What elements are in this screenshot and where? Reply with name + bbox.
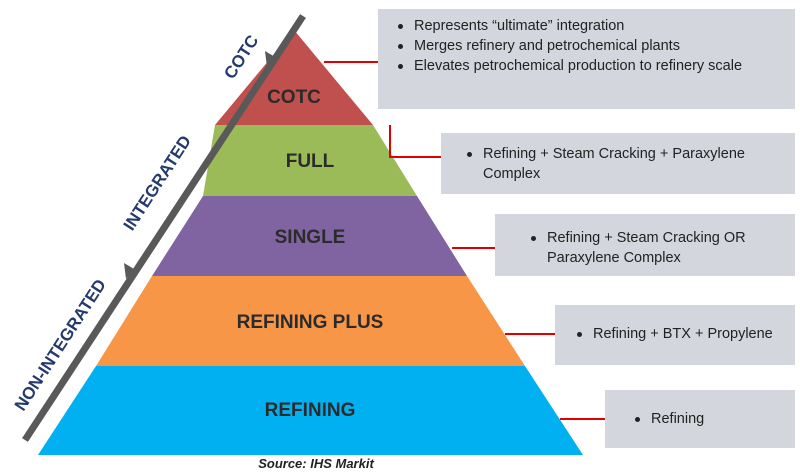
connector-full (389, 125, 453, 158)
callout-single-bullet: Refining + Steam Cracking OR Paraxylene … (529, 228, 785, 268)
tier-full (203, 125, 417, 196)
callout-refining-plus-bullet: Refining + BTX + Propylene (575, 324, 789, 344)
tier-label-cotc: COTC (267, 87, 321, 108)
callout-single: Refining + Steam Cracking OR Paraxylene … (495, 214, 795, 276)
tier-cotc (215, 30, 373, 125)
callout-cotc: Represents “ultimate” integration Merges… (378, 9, 795, 109)
axis-bar (22, 14, 306, 442)
source-caption: Source: IHS Markit (258, 456, 374, 471)
axis-divider-upper (265, 51, 275, 67)
tier-label-refining: REFINING (265, 400, 356, 421)
callout-full-bullet: Refining + Steam Cracking + Paraxylene C… (465, 144, 785, 184)
tier-single (152, 196, 467, 276)
tier-label-refining-plus: REFINING PLUS (237, 312, 384, 333)
pyramid: COTC FULL SINGLE REFINING PLUS REFINING (38, 30, 583, 455)
tier-label-single: SINGLE (275, 227, 346, 248)
callout-refining-plus: Refining + BTX + Propylene (555, 305, 795, 365)
callout-refining: Refining (605, 390, 795, 448)
tier-refining-plus (96, 276, 525, 366)
tier-refining (38, 366, 583, 455)
axis-label-integrated: INTEGRATED (120, 132, 195, 234)
callout-cotc-bullet: Merges refinery and petrochemical plants (396, 36, 785, 56)
tier-label-full: FULL (286, 151, 335, 172)
callout-cotc-bullet: Elevates petrochemical production to ref… (396, 56, 785, 76)
axis-label-cotc: COTC (220, 32, 262, 83)
axis-divider-lower (124, 263, 134, 279)
callout-refining-bullet: Refining (633, 409, 789, 429)
callout-cotc-bullet: Represents “ultimate” integration (396, 16, 785, 36)
callout-full: Refining + Steam Cracking + Paraxylene C… (441, 133, 795, 194)
